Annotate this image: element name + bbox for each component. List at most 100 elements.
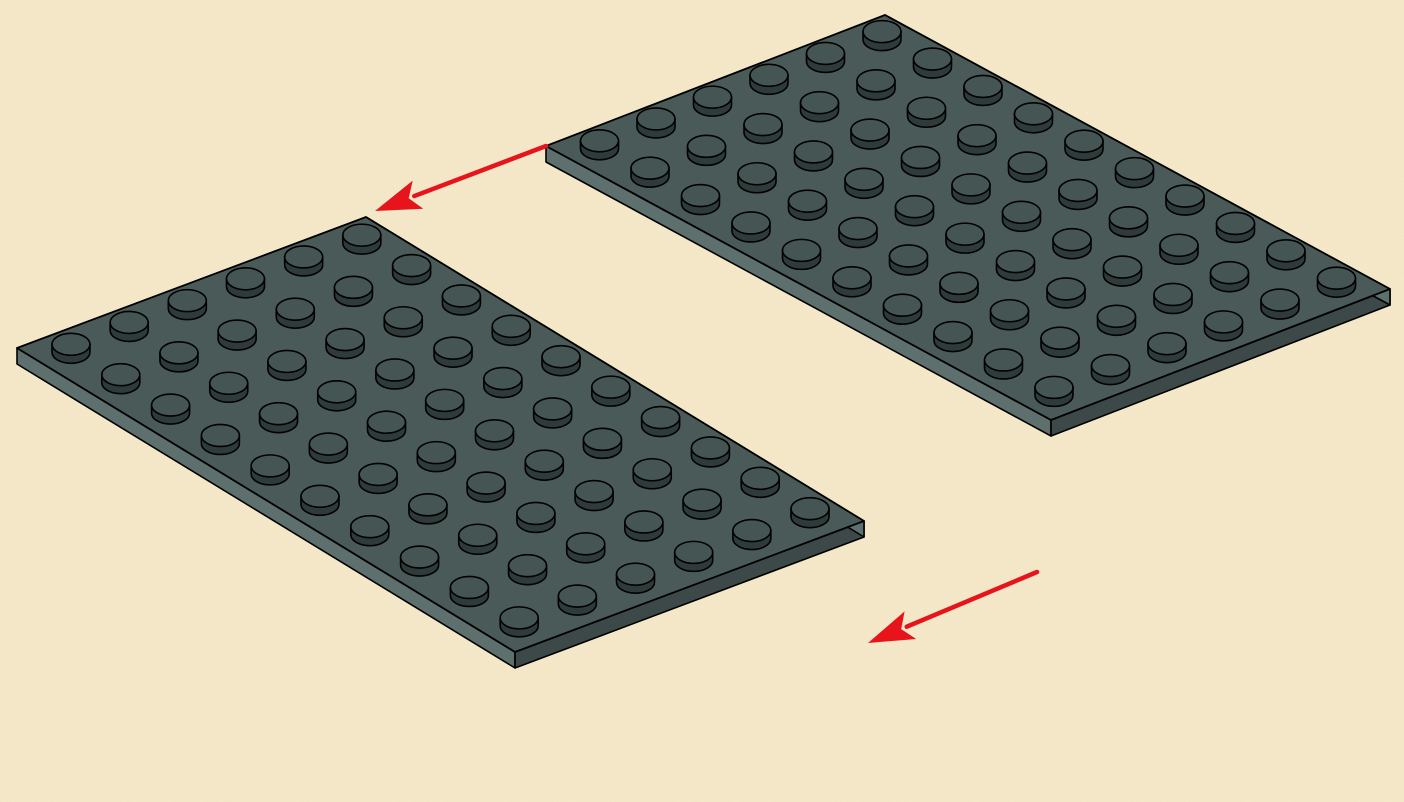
stud-top — [200, 423, 241, 448]
stud — [781, 238, 822, 271]
stud — [51, 332, 91, 365]
stud-top — [416, 440, 457, 465]
stud-top — [1064, 129, 1104, 154]
stud-top — [1209, 260, 1250, 285]
stud-top — [399, 545, 440, 569]
stud — [1266, 239, 1306, 271]
stud-top — [100, 362, 141, 387]
stud — [1153, 282, 1193, 315]
stud-top — [630, 156, 670, 180]
stud — [615, 562, 656, 594]
stud — [375, 358, 415, 390]
stud — [399, 545, 440, 577]
stud-top — [862, 19, 902, 44]
stud — [1007, 151, 1048, 183]
stud — [740, 466, 781, 499]
stud-top — [150, 393, 191, 417]
stud — [749, 63, 789, 96]
stud-top — [466, 471, 506, 495]
stud — [1034, 375, 1074, 408]
stud-top — [557, 584, 598, 608]
stud — [1203, 310, 1244, 342]
top-arrow — [375, 143, 549, 211]
stud-top — [358, 462, 398, 487]
stud — [680, 183, 721, 216]
stud — [1114, 156, 1155, 189]
arrow-head — [375, 180, 424, 211]
stud-top — [300, 484, 340, 509]
stud-top — [939, 271, 979, 296]
stud — [433, 336, 473, 368]
stud-top — [1013, 102, 1054, 126]
stud — [507, 553, 548, 586]
stud — [838, 216, 878, 249]
stud-top — [1052, 227, 1092, 252]
stud-top — [1090, 353, 1131, 378]
stud — [225, 266, 266, 299]
stud — [474, 418, 515, 451]
stud-top — [516, 501, 556, 526]
stud-top — [1040, 326, 1080, 350]
stud-top — [1147, 331, 1187, 356]
stud — [963, 74, 1003, 107]
stud — [906, 96, 947, 129]
stud-top — [894, 194, 935, 219]
stud — [383, 305, 424, 338]
stud-top — [579, 128, 620, 153]
stud — [692, 85, 733, 117]
stud-top — [732, 518, 772, 543]
stud-top — [957, 123, 997, 148]
stud — [441, 284, 482, 316]
stud-top — [342, 223, 382, 247]
stud — [541, 344, 581, 377]
stud — [983, 348, 1024, 380]
stud-top — [507, 553, 548, 578]
stud-top — [1153, 282, 1193, 307]
stud-top — [582, 427, 623, 452]
stud — [150, 393, 191, 425]
stud — [366, 410, 407, 442]
stud-top — [250, 454, 290, 478]
stud — [787, 189, 828, 221]
stud-top — [1165, 184, 1205, 208]
stud-top — [333, 275, 374, 300]
stud — [342, 223, 382, 255]
stud — [1316, 266, 1357, 298]
stud-top — [888, 244, 929, 268]
stud — [862, 19, 902, 52]
stud-top — [499, 606, 539, 630]
stud — [109, 310, 149, 343]
stud — [1209, 260, 1250, 293]
stud — [690, 436, 731, 468]
stud — [557, 584, 598, 616]
stud-top — [433, 336, 473, 360]
stud-top — [167, 288, 208, 313]
stud-top — [793, 140, 834, 164]
stud — [1159, 233, 1199, 266]
stud — [516, 501, 556, 534]
stud-top — [790, 496, 830, 521]
stud-top — [109, 310, 149, 335]
stud-top — [933, 320, 973, 345]
stud-top — [882, 293, 923, 317]
stud-top — [225, 266, 266, 291]
bottom-arrow — [868, 569, 1040, 643]
stud — [640, 405, 681, 438]
stud-top — [673, 540, 714, 565]
stud — [844, 167, 884, 200]
stud — [933, 320, 973, 353]
stud-top — [983, 348, 1024, 372]
stud-top — [912, 47, 953, 71]
stud-top — [208, 371, 249, 396]
stud — [732, 518, 772, 551]
stud — [349, 514, 390, 547]
stud — [731, 211, 771, 243]
stud — [275, 297, 316, 329]
stud — [1058, 178, 1098, 211]
stud-top — [682, 488, 722, 512]
stud — [682, 488, 722, 520]
stud — [579, 128, 620, 161]
left-plate — [16, 216, 865, 669]
stud-top — [1007, 151, 1048, 175]
stud-top — [1316, 266, 1357, 291]
